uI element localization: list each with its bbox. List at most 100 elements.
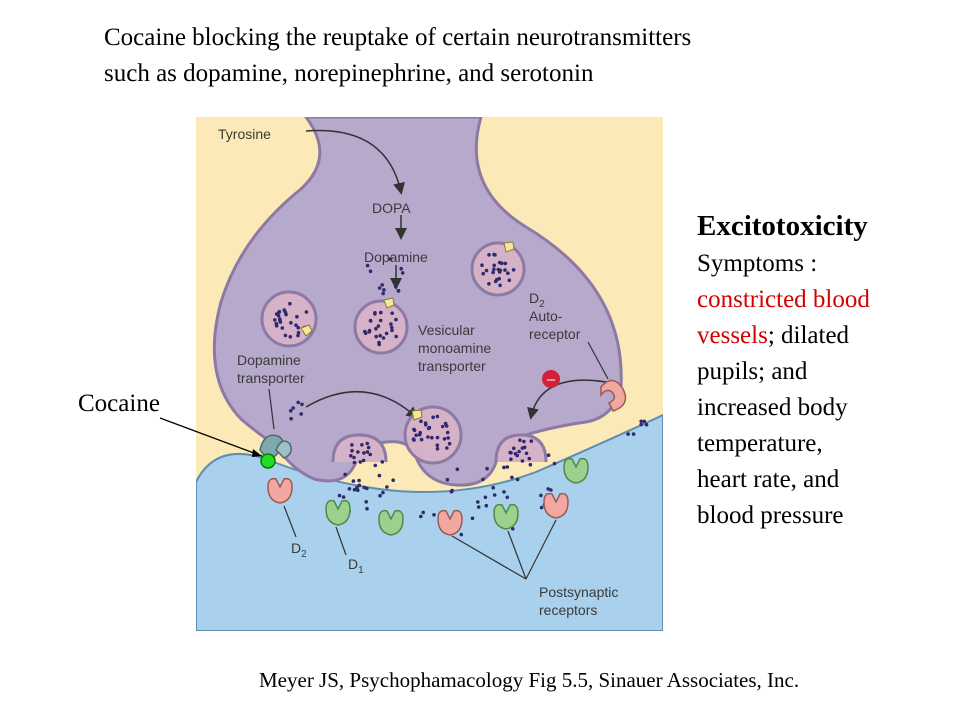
cleft-dopamine-dot	[528, 462, 533, 467]
cleft-dopamine-dot	[539, 493, 543, 498]
cleft-dopamine-dot	[510, 475, 514, 480]
cleft-dopamine-dot	[644, 422, 649, 427]
label-d1: D1	[348, 556, 364, 576]
cleft-dopamine-dot	[421, 510, 425, 515]
cocaine-molecule	[260, 453, 276, 469]
vesicle-dopamine-dot	[435, 414, 440, 419]
vesicle-dopamine-dot	[277, 309, 282, 314]
cleft-dopamine-dot	[483, 495, 488, 500]
vesicle-dopamine-dot	[384, 331, 389, 336]
symptoms-line-2: constricted blood	[697, 286, 870, 313]
vesicle-dopamine-dot	[414, 433, 418, 438]
cocaine-label: Cocaine	[78, 390, 160, 417]
cleft-dopamine-dot	[347, 487, 352, 491]
cleft-dopamine-dot	[352, 488, 357, 492]
vesicle-dopamine-dot	[350, 443, 354, 447]
cleft-dopamine-dot	[539, 505, 544, 510]
synapse-figure: – Tyrosin	[195, 115, 664, 632]
vesicle-dopamine-dot	[288, 301, 292, 306]
cytoplasm-dopamine-dot	[396, 288, 401, 293]
vesicle-dopamine-dot	[295, 314, 299, 319]
vesicle-dopamine-dot	[296, 333, 300, 338]
cleft-dopamine-dot	[365, 486, 369, 491]
vesicle-dopamine-dot	[511, 268, 516, 272]
cleft-dopamine-dot	[365, 506, 369, 511]
vesicle-dopamine-dot	[394, 334, 398, 339]
vesicle-dopamine-dot	[446, 436, 450, 440]
symptoms-line-8: blood pressure	[697, 502, 844, 529]
cleft-dopamine-dot	[502, 490, 506, 494]
vesicle-dopamine-dot	[487, 253, 491, 257]
vesicle-dopamine-dot	[289, 321, 293, 325]
vesicle-dopamine-dot	[362, 451, 366, 455]
vesicle-dopamine-dot	[282, 308, 287, 312]
vesicle-dopamine-dot	[445, 446, 449, 450]
vesicle-dopamine-dot	[497, 260, 502, 265]
vesicle-dopamine-dot	[283, 333, 288, 338]
cleft-dopamine-dot	[549, 488, 553, 492]
cleft-dopamine-dot	[450, 488, 454, 493]
label-auto: Auto-	[529, 308, 563, 324]
vesicle-dopamine-dot	[374, 334, 378, 339]
vesicle-dopamine-dot	[349, 454, 353, 458]
cleft-dopamine-dot	[515, 477, 520, 482]
cleft-dopamine-dot	[639, 419, 643, 424]
label-vesicular-2: monoamine	[418, 340, 491, 356]
vesicle-dopamine-dot	[493, 253, 497, 257]
excitotoxicity-panel: Excitotoxicity Symptoms : constricted bl…	[697, 206, 952, 534]
vesicle-dopamine-dot	[381, 336, 386, 340]
vesicle-dopamine-dot	[435, 443, 440, 448]
symptoms-line-4: pupils; and	[697, 358, 808, 385]
cleft-dopamine-dot	[351, 479, 356, 483]
cleft-dopamine-dot	[455, 467, 460, 472]
cleft-dopamine-dot	[485, 466, 489, 471]
vesicle-dopamine-dot	[480, 263, 484, 267]
vesicle-dopamine-dot	[411, 437, 416, 441]
cleft-dopamine-dot	[341, 495, 346, 499]
vesicle-dopamine-dot	[492, 267, 496, 271]
label-receptor: receptor	[529, 326, 581, 342]
cytoplasm-dopamine-dot	[368, 269, 373, 273]
cytoplasm-dopamine-dot	[377, 286, 382, 290]
vesicle-dopamine-dot	[417, 433, 422, 437]
cleft-dopamine-dot	[380, 460, 385, 464]
vesicle-dopamine-dot	[529, 439, 534, 443]
vesicle-dopamine-dot	[440, 424, 445, 429]
cleft-dopamine-dot	[484, 503, 489, 508]
vesicle-dopamine-dot	[435, 435, 440, 440]
vesicle-dopamine-dot	[507, 278, 512, 283]
cleft-dopamine-dot	[391, 478, 395, 483]
vesicle-dopamine-dot	[361, 458, 366, 463]
vesicle-dopamine-dot	[419, 419, 423, 424]
cleft-dopamine-dot	[355, 485, 359, 490]
vesicle-dopamine-dot	[431, 415, 435, 420]
vesicle-dopamine-dot	[276, 314, 281, 318]
label-pointer-lines	[268, 341, 609, 580]
cleft-dopamine-dot	[626, 432, 630, 436]
inhibition-minus-icon: –	[542, 370, 560, 388]
cytoplasm-dopamine-dot	[382, 288, 386, 292]
cleft-dopamine-dot	[385, 485, 389, 489]
vesicle-dopamine-dot	[294, 323, 298, 327]
vesicle-dopamine-dot	[518, 438, 522, 443]
cleft-dopamine-dot	[377, 473, 382, 478]
cytoplasm-dopamine-dot	[380, 283, 384, 287]
vesicle-dopamine-dot	[363, 329, 367, 334]
vesicle-dopamine-dot	[376, 324, 381, 328]
cytoplasm-dopamine-dot	[388, 257, 393, 261]
vesicle-dopamine-dot	[288, 335, 293, 339]
symptoms-line-3: vessels; dilated	[697, 318, 952, 354]
cleft-dopamine-dot	[364, 500, 368, 504]
vesicle-dopamine-dot	[445, 430, 450, 435]
cleft-dopamine-dot	[546, 453, 551, 458]
vesicle-dopamine-dot	[442, 437, 447, 441]
label-d2-postsynaptic: D2	[291, 540, 307, 560]
vesicle-dopamine-dot	[356, 450, 360, 454]
vesicle-dopamine-dot	[273, 318, 277, 322]
vesicle-dopamine-dot	[374, 326, 378, 331]
cleft-dopamine-dot	[378, 493, 382, 498]
vesicle-dopamine-dot	[491, 270, 495, 275]
reuptake-dopamine-dot	[291, 406, 295, 410]
vesicle-dopamine-dot	[366, 445, 371, 450]
vesicle-dopamine-dot	[412, 427, 416, 432]
